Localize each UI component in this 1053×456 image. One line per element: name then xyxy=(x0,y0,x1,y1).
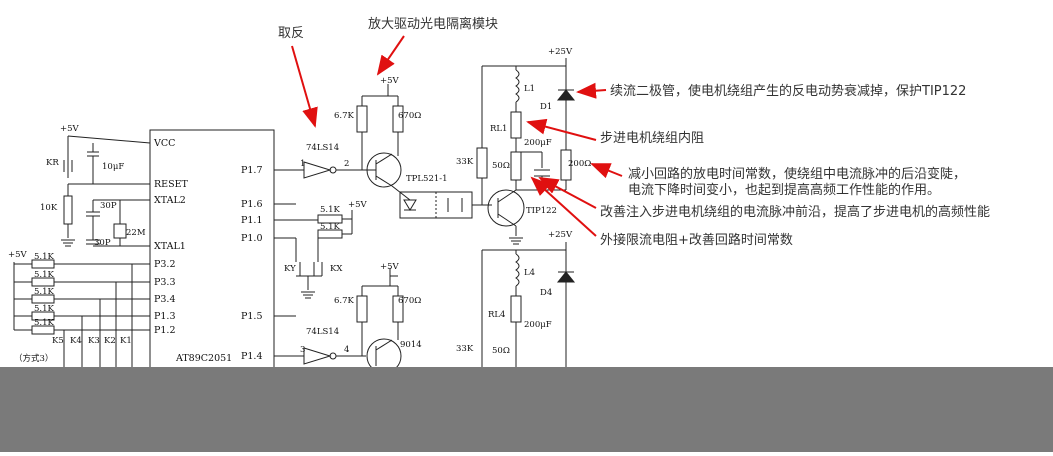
pin-vcc: VCC xyxy=(154,138,176,149)
label-key-k2: K2 xyxy=(104,336,116,346)
annotation-winding-resistance: 步进电机绕组内阻 xyxy=(600,131,705,146)
label-mode: （方式3） xyxy=(14,354,54,364)
label-c200u-2: 200μF xyxy=(524,320,552,330)
label-pin1: 1 xyxy=(300,159,306,169)
pin-p12: P1.2 xyxy=(154,325,176,336)
pin-p13: P1.3 xyxy=(154,311,176,322)
pin-p33: P3.3 xyxy=(154,277,176,288)
pin-p32: P3.2 xyxy=(154,259,176,270)
label-hv1: +25V xyxy=(548,47,573,57)
label-tip: TIP122 xyxy=(526,206,557,216)
label-res-51k-4: 5.1K xyxy=(34,304,54,314)
label-kx: KX xyxy=(330,264,343,274)
diode-d1 xyxy=(556,89,576,101)
label-opto: TPL521-1 xyxy=(406,174,448,184)
diode-d4 xyxy=(556,271,576,283)
label-res-51k-7: 5.1K xyxy=(320,222,340,232)
annotation-external-resistor: 外接限流电阻+改善回路时间常数 xyxy=(600,233,793,248)
label-vcc3: +5V xyxy=(348,200,367,210)
label-pin3: 3 xyxy=(300,345,306,355)
label-r33k-1: 33K xyxy=(456,157,474,167)
inverter-lower xyxy=(303,347,332,365)
winding-l4 xyxy=(515,253,520,287)
winding-l1 xyxy=(515,69,520,103)
pin-p16: P1.6 xyxy=(241,199,263,210)
label-cap-30p-b: 30P xyxy=(94,238,111,248)
label-xtal: 22M xyxy=(126,228,146,238)
label-kr: KR xyxy=(46,158,59,168)
pin-p17: P1.7 xyxy=(241,165,263,176)
label-res-51k-5: 5.1K xyxy=(34,318,54,328)
label-l1: L1 xyxy=(524,84,536,94)
inverter-upper xyxy=(303,161,332,179)
label-r67k-1: 6.7K xyxy=(334,111,354,121)
label-r-10k: 10K xyxy=(40,203,58,213)
label-r670-2: 670Ω xyxy=(398,296,422,306)
label-key-k5: K5 xyxy=(52,336,64,346)
label-cap-10u: 10μF xyxy=(102,162,125,172)
pin-xtal2: XTAL2 xyxy=(154,195,186,206)
label-r670-1: 670Ω xyxy=(398,111,422,121)
label-9014: 9014 xyxy=(400,340,422,350)
label-res-51k-6: 5.1K xyxy=(320,205,340,215)
label-ic1: 74LS14 xyxy=(306,143,340,153)
pin-p15: P1.5 xyxy=(241,311,263,322)
pin-p10: P1.0 xyxy=(241,233,263,244)
label-vcc4: +5V xyxy=(380,76,399,86)
label-r200: 200Ω xyxy=(568,159,592,169)
pin-xtal1: XTAL1 xyxy=(154,241,186,252)
pin-p34: P3.4 xyxy=(154,294,176,305)
annotation-amp-isolation: 放大驱动光电隔离模块 xyxy=(368,17,499,32)
label-key-k3: K3 xyxy=(88,336,100,346)
label-key-k4: K4 xyxy=(70,336,82,346)
annotation-freewheel-diode: 续流二极管，使电机绕组产生的反电动势衰减掉，保护TIP122 xyxy=(610,84,967,99)
label-hv2: +25V xyxy=(548,230,573,240)
label-r33k-2: 33K xyxy=(456,344,474,354)
label-r50-1: 50Ω xyxy=(492,161,510,171)
label-pin4: 4 xyxy=(344,345,350,355)
tip122-transistor xyxy=(487,189,525,227)
label-r67k-2: 6.7K xyxy=(334,296,354,306)
pin-p11: P1.1 xyxy=(241,215,263,226)
annotation-invert: 取反 xyxy=(278,26,305,41)
label-rl1: RL1 xyxy=(490,124,508,134)
label-key-k1: K1 xyxy=(120,336,132,346)
pin-p14: P1.4 xyxy=(241,351,263,362)
label-d4: D4 xyxy=(540,288,553,298)
pin-reset: RESET xyxy=(154,179,188,190)
label-res-51k-2: 5.1K xyxy=(34,270,54,280)
label-ic2: 74LS14 xyxy=(306,327,340,337)
label-r50-2: 50Ω xyxy=(492,346,510,356)
annotation-time-constant-line2: 电流下降时间变小，也起到提高高频工作性能的作用。 xyxy=(628,183,941,198)
label-d1: D1 xyxy=(540,102,553,112)
label-ky: KY xyxy=(284,264,296,274)
grey-overlay-bar xyxy=(0,367,1053,452)
label-pin2: 2 xyxy=(344,159,350,169)
label-res-51k-3: 5.1K xyxy=(34,287,54,297)
label-vcc5: +5V xyxy=(380,262,399,272)
label-cap-30p-a: 30P xyxy=(100,201,117,211)
mcu-name: AT89C2051 xyxy=(176,353,233,364)
label-c200u-1: 200μF xyxy=(524,138,552,148)
label-l4: L4 xyxy=(524,268,536,278)
annotation-front-edge: 改善注入步进电机绕组的电流脉冲前沿，提高了步进电机的高频性能 xyxy=(600,205,991,220)
label-vcc1: +5V xyxy=(60,124,79,134)
annotation-time-constant-line1: 减小回路的放电时间常数，使绕组中电流脉冲的后沿变陡， xyxy=(628,167,967,182)
label-res-51k-1: 5.1K xyxy=(34,252,54,262)
annotation-arrows xyxy=(291,35,623,237)
label-rl4: RL4 xyxy=(488,310,506,320)
resistor-ladder xyxy=(14,259,150,335)
label-vcc2: +5V xyxy=(8,250,27,260)
